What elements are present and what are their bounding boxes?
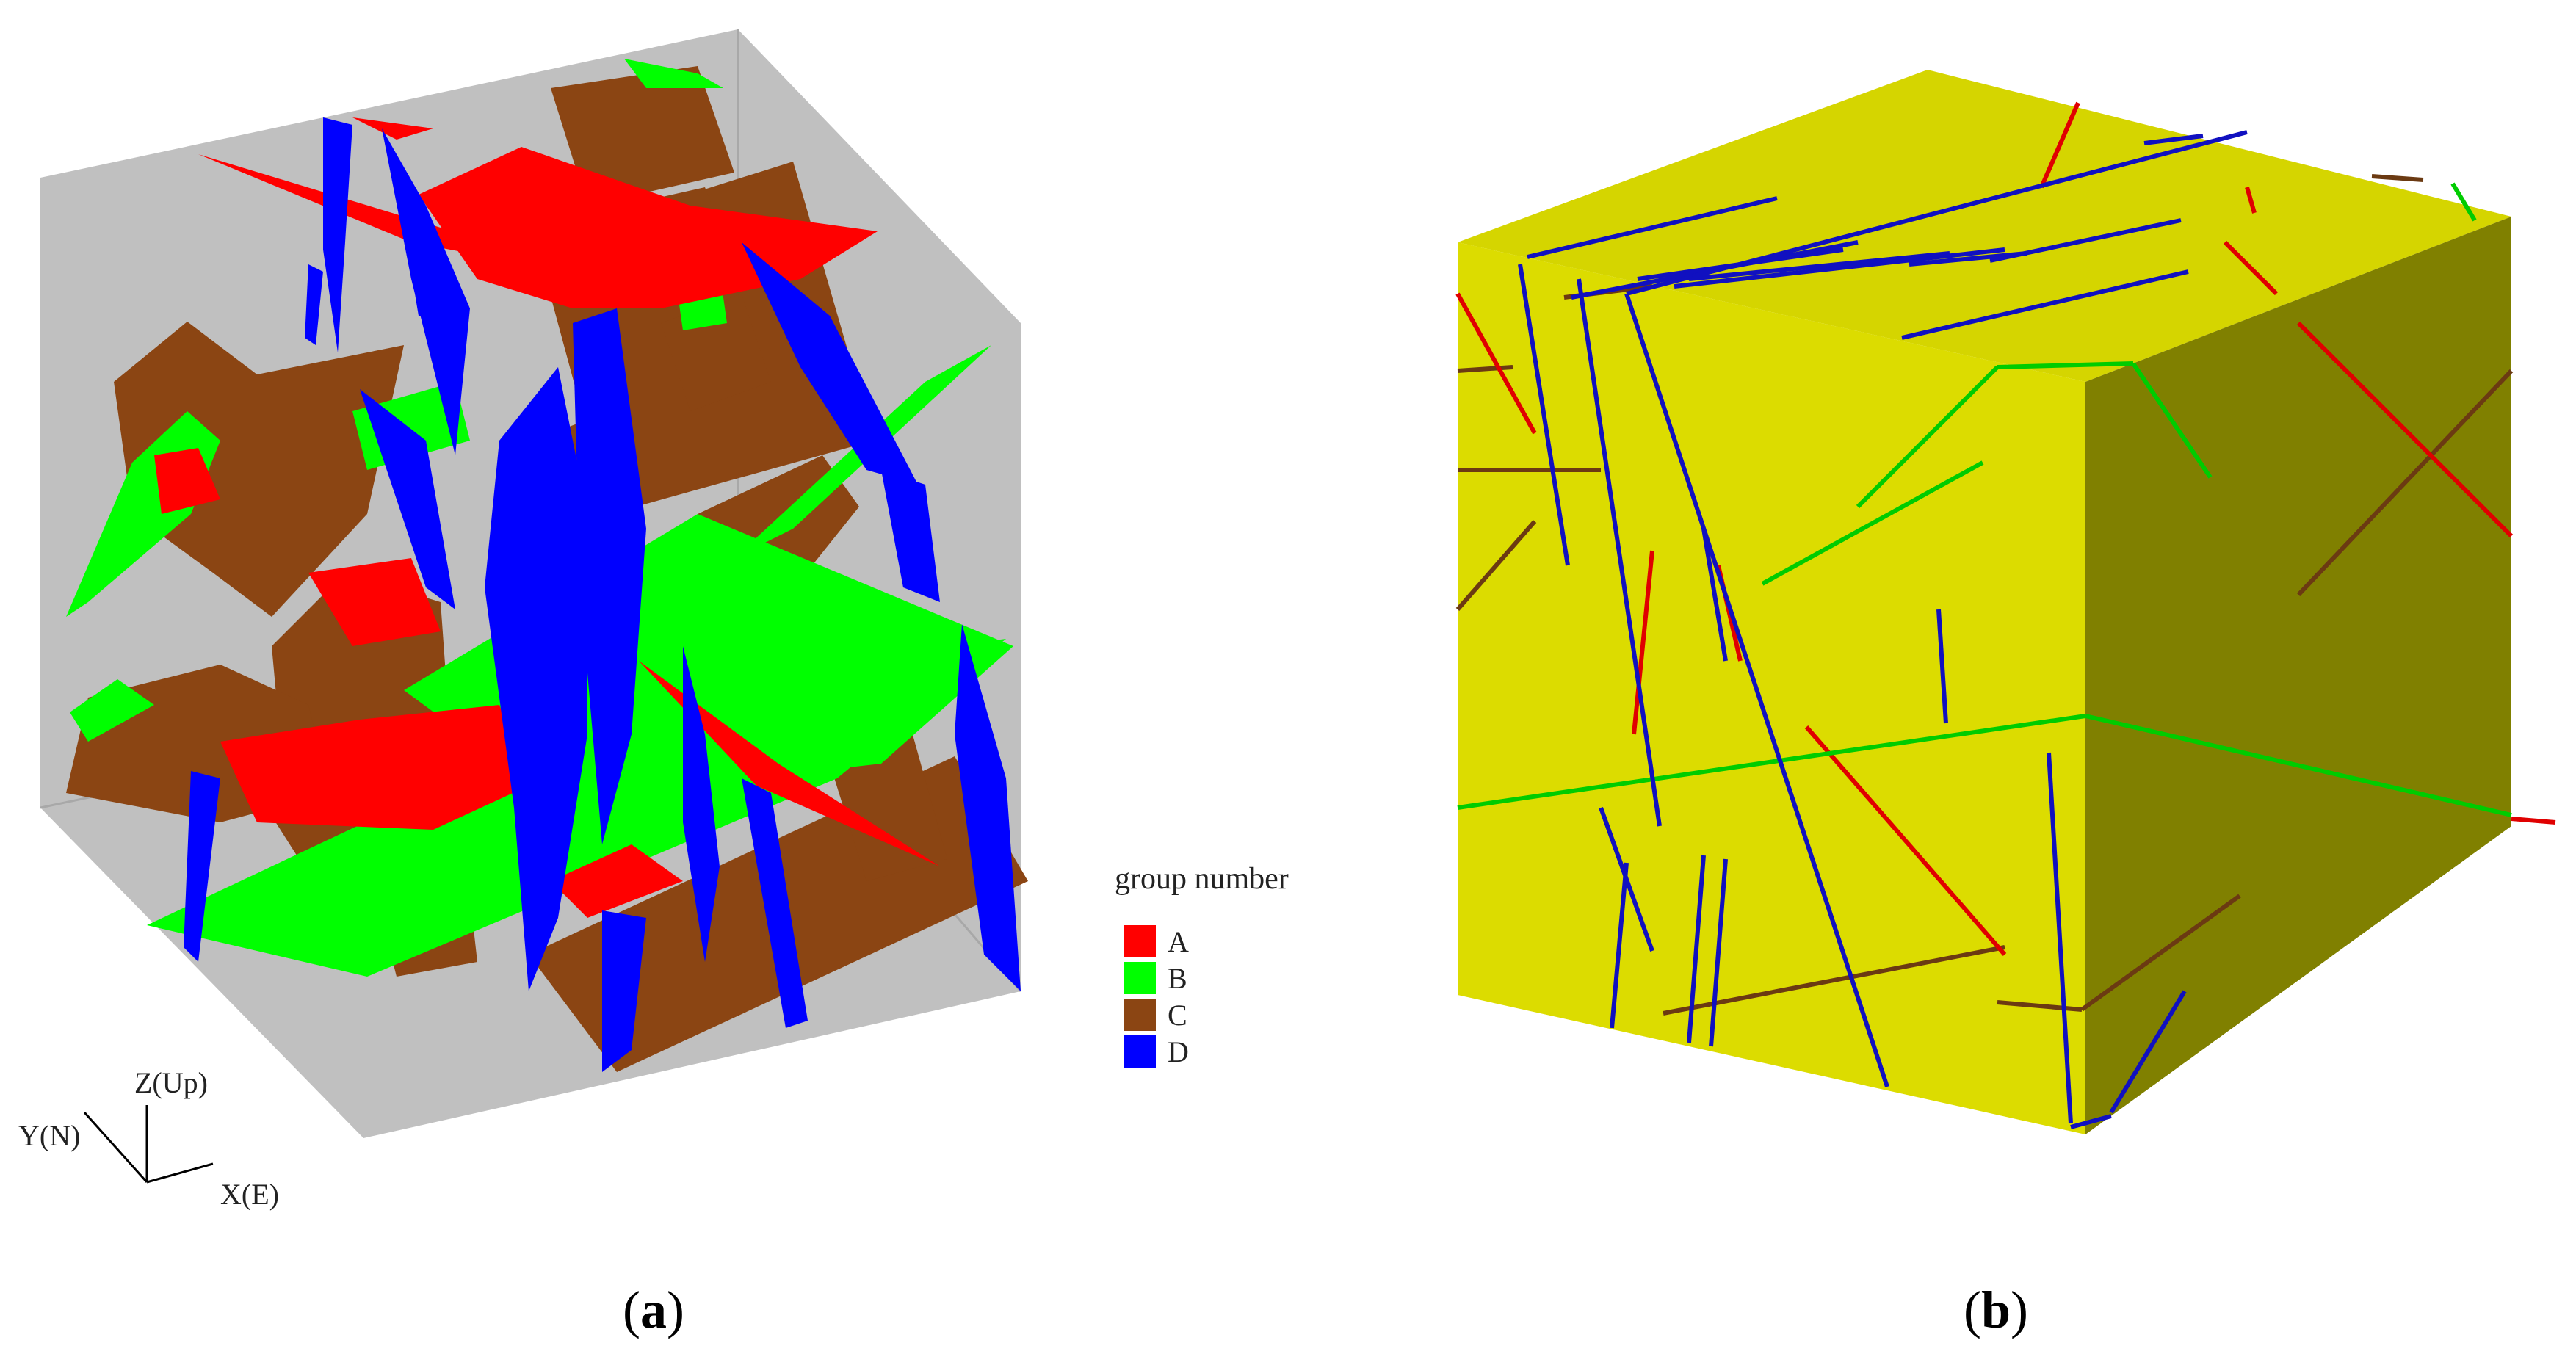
axis-y-label: Y(N) (18, 1119, 80, 1152)
traces-group-b (1457, 182, 2512, 817)
cube-top-face (1458, 70, 2511, 382)
legend-swatch-a (1124, 925, 1156, 957)
legend-title: group number (1115, 862, 1289, 896)
legend: group number A B C D (1115, 862, 1289, 1068)
legend-label-b: B (1168, 962, 1187, 995)
axis-z-label: Z(Up) (134, 1066, 208, 1099)
legend-swatch-d (1124, 1035, 1156, 1068)
cube-front-face (1458, 242, 2085, 1134)
axis-x-label: X(E) (220, 1178, 279, 1211)
axis-triad (83, 1105, 214, 1184)
legend-label-a: A (1168, 925, 1189, 958)
caption-a: (a) (623, 1281, 684, 1339)
legend-swatch-c (1124, 999, 1156, 1031)
legend-label-c: C (1168, 999, 1187, 1032)
legend-swatch-b (1124, 962, 1156, 994)
traces-group-c (1455, 174, 2514, 1015)
caption-b: (b) (1964, 1281, 2028, 1339)
traces-group-d (1518, 130, 2248, 1129)
panel-a-fracture-network: Z(Up) Y(N) X(E) (18, 29, 1028, 1211)
fractures-group-d (184, 117, 1021, 1072)
panel-b-trace-cube (1455, 70, 2556, 1134)
legend-label-d: D (1168, 1035, 1189, 1068)
cube-side-face (2085, 217, 2511, 1134)
